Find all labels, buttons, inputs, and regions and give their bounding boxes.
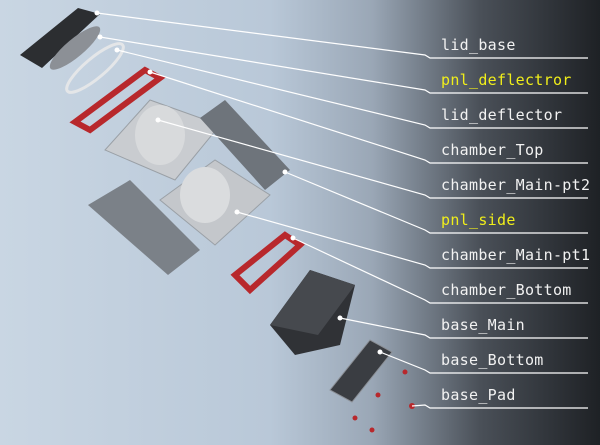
part-chamber-cylinder: [135, 105, 185, 165]
part-base-pad: [402, 369, 408, 375]
label-base-bottom: base_Bottom: [441, 351, 544, 369]
part-base-pad: [352, 415, 358, 421]
label-pnl-deflectror: pnl_deflectror: [441, 71, 572, 89]
part-pnl-deflectror: [49, 26, 101, 70]
label-chamber-top: chamber_Top: [441, 141, 544, 159]
label-base-main: base_Main: [441, 316, 525, 334]
part-chamber-top: [69, 66, 166, 134]
label-lid-base: lid_base: [441, 36, 516, 54]
part-base-pad: [369, 427, 375, 433]
label-lid-deflector: lid_deflector: [441, 106, 563, 124]
leader-dots: [94, 10, 383, 355]
part-lid-deflector: [65, 42, 125, 94]
label-base-pad: base_Pad: [441, 386, 516, 404]
part-chamber-cylinder-lower: [180, 167, 230, 223]
label-chamber-main-pt2: chamber_Main-pt2: [441, 176, 591, 194]
label-pnl-side: pnl_side: [441, 211, 516, 229]
part-base-pad: [375, 392, 381, 398]
part-base-main-top: [270, 270, 355, 335]
leader-lines: [96, 12, 588, 409]
part-panel-gray: [88, 180, 200, 275]
label-chamber-bottom: chamber_Bottom: [441, 281, 572, 299]
part-lid-base: [20, 8, 100, 68]
label-chamber-main-pt1: chamber_Main-pt1: [441, 246, 591, 264]
part-base-bottom: [329, 339, 393, 403]
part-chamber-bottom: [230, 231, 305, 295]
